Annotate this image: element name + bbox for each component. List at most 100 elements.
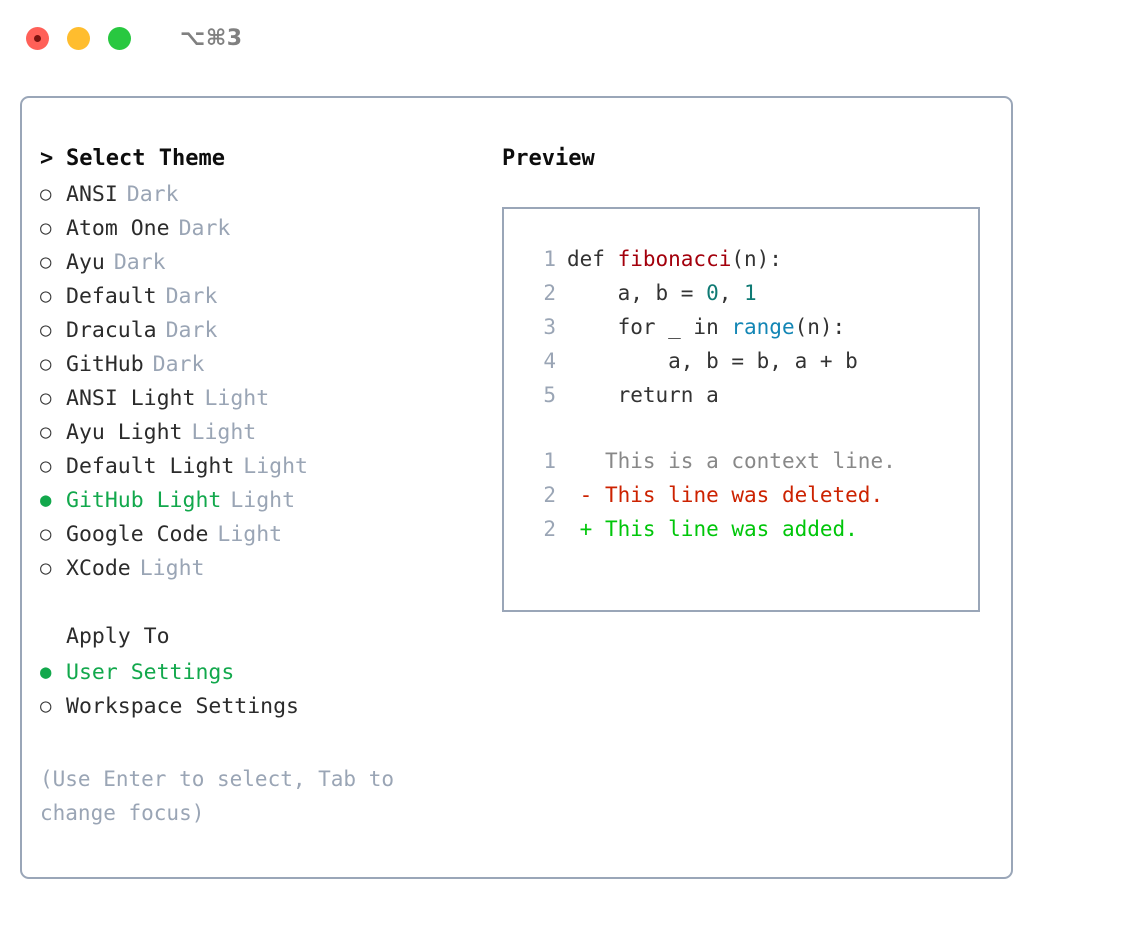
- radio-selected-icon[interactable]: ●: [40, 489, 52, 511]
- minimize-button[interactable]: [67, 26, 90, 50]
- code-token: 0: [706, 281, 719, 305]
- window-controls: [26, 26, 131, 50]
- diff-line: 1 This is a context line.: [526, 449, 978, 483]
- theme-name-label: XCode: [66, 556, 131, 581]
- diff-sample: 1 This is a context line.2 - This line w…: [526, 449, 978, 551]
- theme-name-label: ANSI Light: [66, 386, 196, 411]
- close-button[interactable]: [26, 26, 49, 50]
- apply-to-item[interactable]: ● User Settings: [40, 660, 502, 694]
- radio-selected-icon[interactable]: ●: [40, 661, 52, 683]
- theme-name-label: GitHub: [66, 352, 144, 377]
- theme-variant-label: Dark: [113, 250, 166, 275]
- apply-to-item[interactable]: ○ Workspace Settings: [40, 694, 502, 728]
- radio-unselected-icon[interactable]: ○: [40, 353, 52, 375]
- line-number: 5: [543, 383, 556, 407]
- code-line: 1 def fibonacci(n):: [526, 247, 978, 281]
- theme-variant-label: Dark: [178, 216, 231, 241]
- code-line: 5 return a: [526, 383, 978, 417]
- diff-text: This is a context line.: [604, 449, 896, 473]
- code-token: (n):: [794, 315, 846, 339]
- code-token: a, b = b, a + b: [567, 349, 858, 373]
- preview-title: Preview: [502, 146, 595, 171]
- theme-list-item[interactable]: ○ ANSI Dark: [40, 182, 502, 216]
- code-token: 1: [744, 281, 757, 305]
- theme-list-item[interactable]: ○ Dracula Dark: [40, 318, 502, 352]
- theme-name-label: ANSI: [66, 182, 118, 207]
- theme-list-item[interactable]: ○ XCode Light: [40, 556, 502, 590]
- theme-name-label: Atom One: [66, 216, 170, 241]
- line-number: 1: [543, 247, 556, 271]
- theme-variant-label: Light: [243, 454, 309, 479]
- title-bar: ⌥⌘3: [0, 0, 1140, 76]
- radio-unselected-icon[interactable]: ○: [40, 421, 52, 443]
- maximize-button[interactable]: [108, 26, 131, 50]
- line-number: 2: [543, 483, 556, 507]
- theme-name-label: Dracula: [66, 318, 157, 343]
- caret-icon: >: [40, 146, 54, 171]
- radio-unselected-icon[interactable]: ○: [40, 557, 52, 579]
- line-number: 2: [543, 517, 556, 541]
- line-number: 4: [543, 349, 556, 373]
- radio-unselected-icon[interactable]: ○: [40, 387, 52, 409]
- apply-to-list: ● User Settings ○ Workspace Settings: [40, 660, 502, 728]
- theme-variant-label: Dark: [152, 352, 205, 377]
- line-number: 3: [543, 315, 556, 339]
- code-token: ,: [718, 281, 745, 305]
- radio-unselected-icon[interactable]: ○: [40, 285, 52, 307]
- radio-unselected-icon[interactable]: ○: [40, 183, 52, 205]
- theme-list-item[interactable]: ○ Ayu Dark: [40, 250, 502, 284]
- theme-variant-label: Dark: [165, 318, 218, 343]
- diff-marker: +: [567, 517, 605, 541]
- code-line: 2 a, b = 0, 1: [526, 281, 978, 315]
- theme-name-label: Ayu Light: [66, 420, 183, 445]
- theme-variant-label: Dark: [165, 284, 218, 309]
- theme-list-item[interactable]: ○ ANSI Light Light: [40, 386, 502, 420]
- diff-line: 2 + This line was added.: [526, 517, 978, 551]
- code-token: for _ in: [567, 315, 732, 339]
- keyboard-hint-text: (Use Enter to select, Tab to change focu…: [40, 767, 395, 825]
- radio-unselected-icon[interactable]: ○: [40, 217, 52, 239]
- apply-to-label: Workspace Settings: [66, 694, 299, 719]
- theme-variant-label: Light: [204, 386, 270, 411]
- line-number: 2: [543, 281, 556, 305]
- theme-variant-label: Light: [217, 522, 283, 547]
- radio-unselected-icon[interactable]: ○: [40, 251, 52, 273]
- code-token: range: [731, 315, 795, 339]
- diff-marker: -: [567, 483, 605, 507]
- select-theme-header-label: Select Theme: [66, 146, 225, 171]
- apply-to-header: Apply To: [40, 624, 502, 660]
- code-token: (n):: [731, 247, 782, 271]
- theme-variant-label: Light: [139, 556, 205, 581]
- theme-list-item[interactable]: ○ Atom One Dark: [40, 216, 502, 250]
- radio-unselected-icon[interactable]: ○: [40, 523, 52, 545]
- code-token: def: [567, 247, 618, 271]
- theme-name-label: Google Code: [66, 522, 209, 547]
- theme-list-item[interactable]: ○ Default Dark: [40, 284, 502, 318]
- radio-unselected-icon[interactable]: ○: [40, 695, 52, 717]
- radio-unselected-icon[interactable]: ○: [40, 455, 52, 477]
- code-token: fibonacci: [617, 247, 732, 271]
- diff-text: This line was deleted.: [604, 483, 884, 507]
- line-number: 1: [543, 449, 556, 473]
- apply-to-label: User Settings: [66, 660, 235, 685]
- theme-variant-label: Light: [230, 488, 296, 513]
- theme-list-item[interactable]: ○ GitHub Dark: [40, 352, 502, 386]
- diff-text: This line was added.: [604, 517, 858, 541]
- code-token: return a: [567, 383, 719, 407]
- code-line: 4 a, b = b, a + b: [526, 349, 978, 383]
- theme-name-label: Default: [66, 284, 157, 309]
- theme-variant-label: Dark: [126, 182, 179, 207]
- radio-unselected-icon[interactable]: ○: [40, 319, 52, 341]
- theme-list-item[interactable]: ○ Google Code Light: [40, 522, 502, 556]
- code-line: 3 for _ in range(n):: [526, 315, 978, 349]
- theme-name-label: Ayu: [66, 250, 105, 275]
